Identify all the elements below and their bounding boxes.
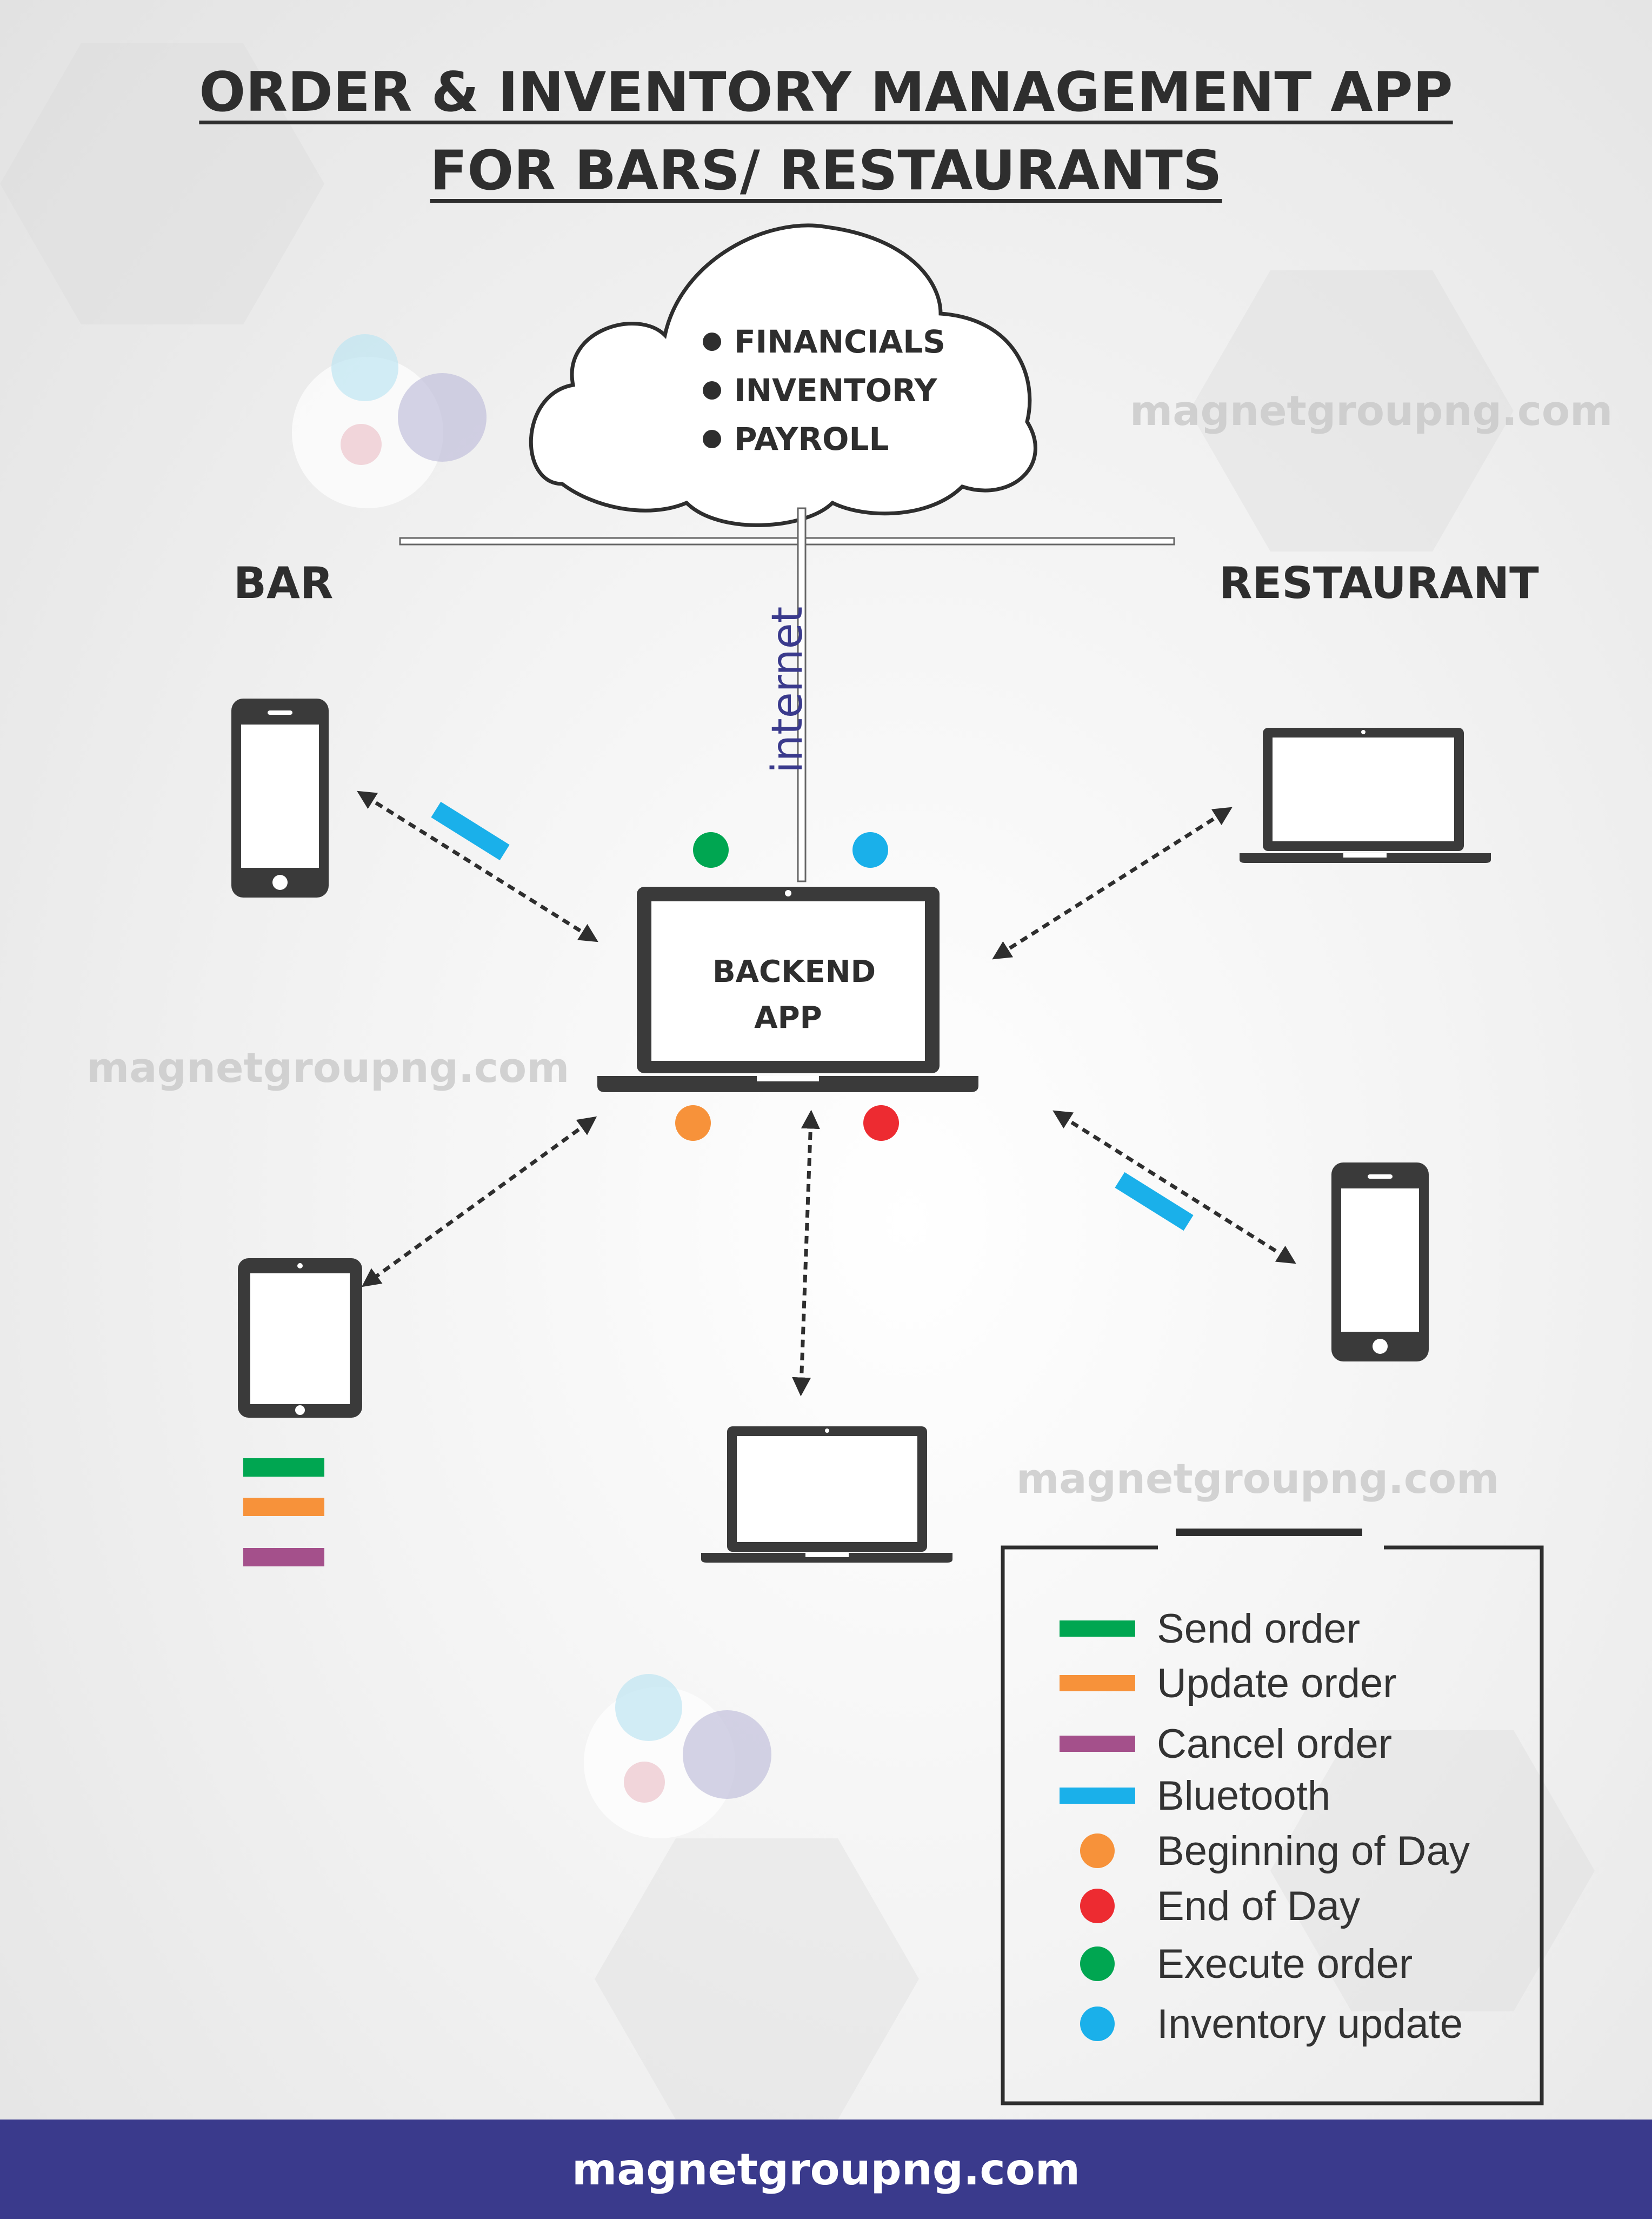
legend-item-beginning-of-day: Beginning of Day	[1060, 1826, 1470, 1875]
inventory-update-dot	[852, 832, 888, 868]
restaurant-section-label: RESTAURANT	[1219, 558, 1539, 608]
connection-arrows	[357, 790, 1296, 1397]
cloud-item-financials: FINANCIALS	[703, 323, 945, 360]
legend-item-end-of-day: End of Day	[1060, 1882, 1360, 1930]
legend-swatch	[1060, 1788, 1135, 1804]
legend-frame	[1001, 1529, 1544, 2105]
bullet-icon	[703, 381, 721, 400]
legend-dot	[1080, 1833, 1115, 1868]
bluetooth-indicator	[431, 801, 510, 861]
legend-dot	[1080, 2007, 1115, 2041]
legend-item-update-order: Update order	[1060, 1659, 1397, 1708]
arrow-bar-phone	[357, 790, 598, 942]
legend-item-inventory-update: Inventory update	[1060, 1999, 1463, 2048]
page-title-line2: FOR BARS/ RESTAURANTS	[430, 138, 1222, 202]
legend-item-send-order: Send order	[1060, 1604, 1360, 1653]
bar-smartphone-icon	[231, 699, 329, 898]
watermark: magnetgroupng.com	[86, 1044, 570, 1092]
page-title-line1: ORDER & INVENTORY MANAGEMENT APP	[199, 60, 1453, 124]
bluetooth-indicator	[1115, 1172, 1194, 1231]
cancel-order-bar	[243, 1548, 324, 1566]
legend-item-execute-order: Execute order	[1060, 1939, 1413, 1988]
restaurant-smartphone-icon	[1331, 1162, 1429, 1361]
watermark: magnetgroupng.com	[1016, 1454, 1500, 1503]
restaurant-laptop-icon	[1240, 728, 1491, 863]
arrow-bar-tablet	[361, 1116, 597, 1287]
legend-item-cancel-order: Cancel order	[1060, 1719, 1392, 1768]
backend-label-line2: APP	[754, 1000, 822, 1035]
legend-swatch	[1060, 1620, 1135, 1637]
update-order-bar	[243, 1498, 324, 1516]
cloud-shape	[529, 223, 1037, 527]
internet-label: internet	[763, 606, 812, 773]
beginning-of-day-dot	[675, 1105, 711, 1141]
legend-item-bluetooth: Bluetooth	[1060, 1771, 1330, 1820]
backend-laptop-icon	[597, 887, 978, 1092]
cloud-item-inventory: INVENTORY	[703, 372, 937, 409]
bullet-icon	[703, 430, 721, 448]
legend-dot	[1080, 1946, 1115, 1981]
internet-line	[399, 507, 1175, 882]
backend-label-line1: BACKEND	[712, 954, 876, 989]
bar-section-label: BAR	[234, 558, 334, 608]
arrow-bottom-laptop	[792, 1110, 820, 1397]
arrow-restaurant-laptop	[992, 807, 1233, 960]
legend-swatch	[1060, 1675, 1135, 1691]
decorative-bubbles-top	[292, 334, 487, 508]
bullet-icon	[703, 333, 721, 351]
arrow-restaurant-phone	[1053, 1110, 1296, 1264]
watermark: magnetgroupng.com	[1130, 387, 1613, 435]
legend-dot	[1080, 1889, 1115, 1923]
footer-bar: magnetgroupng.com	[0, 2120, 1652, 2219]
legend-swatch	[1060, 1736, 1135, 1752]
execute-order-dot	[693, 832, 729, 868]
bar-tablet-icon	[238, 1258, 362, 1418]
cloud-item-payroll: PAYROLL	[703, 421, 889, 457]
end-of-day-dot	[863, 1105, 899, 1141]
footer-link[interactable]: magnetgroupng.com	[571, 2144, 1081, 2195]
send-order-bar	[243, 1458, 324, 1477]
bottom-laptop-icon	[701, 1426, 952, 1563]
decorative-bubbles-bottom	[584, 1674, 771, 1838]
